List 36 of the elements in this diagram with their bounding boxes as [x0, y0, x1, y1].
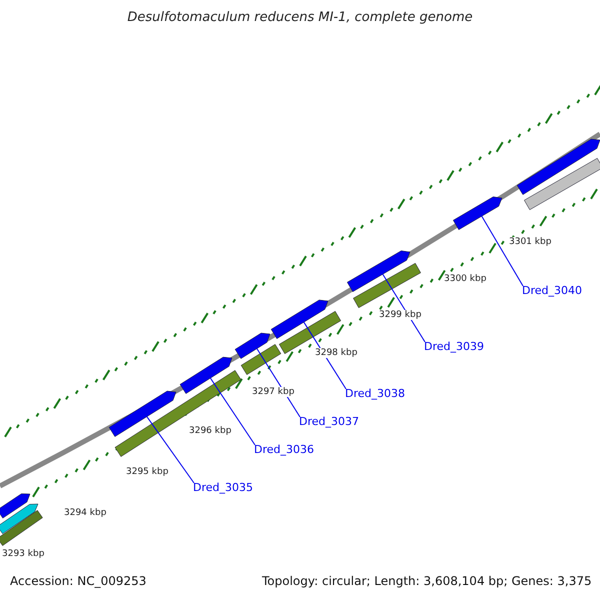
gene-bar [353, 262, 421, 308]
position-label: 3296 kbp [189, 426, 232, 436]
leader-line [210, 378, 256, 446]
gene-bar [524, 158, 600, 210]
gene-feature [108, 390, 176, 437]
gene-feature [0, 493, 30, 518]
position-label: 3298 kbp [315, 348, 358, 358]
leader-line [146, 416, 194, 484]
map-title: Desulfotomaculum reducens MI-1, complete genome [126, 10, 474, 25]
genome-info: Accession: NC_009253 [10, 574, 146, 588]
leader-line [481, 216, 524, 286]
gene-bar [278, 311, 342, 354]
gene-feature [452, 196, 502, 230]
position-label: 3299 kbp [379, 310, 422, 320]
gene-feature [234, 332, 270, 359]
gene-feature [0, 504, 38, 534]
position-label: 3295 kbp [126, 467, 168, 477]
position-label: 3294 kbp [64, 508, 106, 518]
gene-bar [0, 510, 43, 546]
gene-bar [114, 370, 242, 457]
position-label: 3301 kbp [509, 237, 552, 247]
gene-label: Dred_3040 [522, 284, 582, 297]
gene-label: Dred_3039 [424, 340, 484, 353]
position-label: 3293 kbp [2, 549, 44, 559]
position-label: 3297 kbp [252, 387, 294, 397]
position-label: 3300 kbp [444, 274, 486, 284]
gene-label: Dred_3035 [193, 481, 253, 494]
gene-label: Dred_3038 [345, 387, 405, 400]
gene-feature [180, 356, 232, 394]
gene-label: Dred_3036 [254, 443, 314, 456]
gene-label: Dred_3037 [299, 415, 359, 428]
genome-info: Topology: circular; Length: 3,608,104 bp; Genes: 3,375 [262, 574, 592, 588]
gene-bar [240, 344, 282, 375]
gene-feature [516, 138, 600, 195]
gene-feature [270, 300, 328, 339]
gene-feature [346, 250, 410, 292]
